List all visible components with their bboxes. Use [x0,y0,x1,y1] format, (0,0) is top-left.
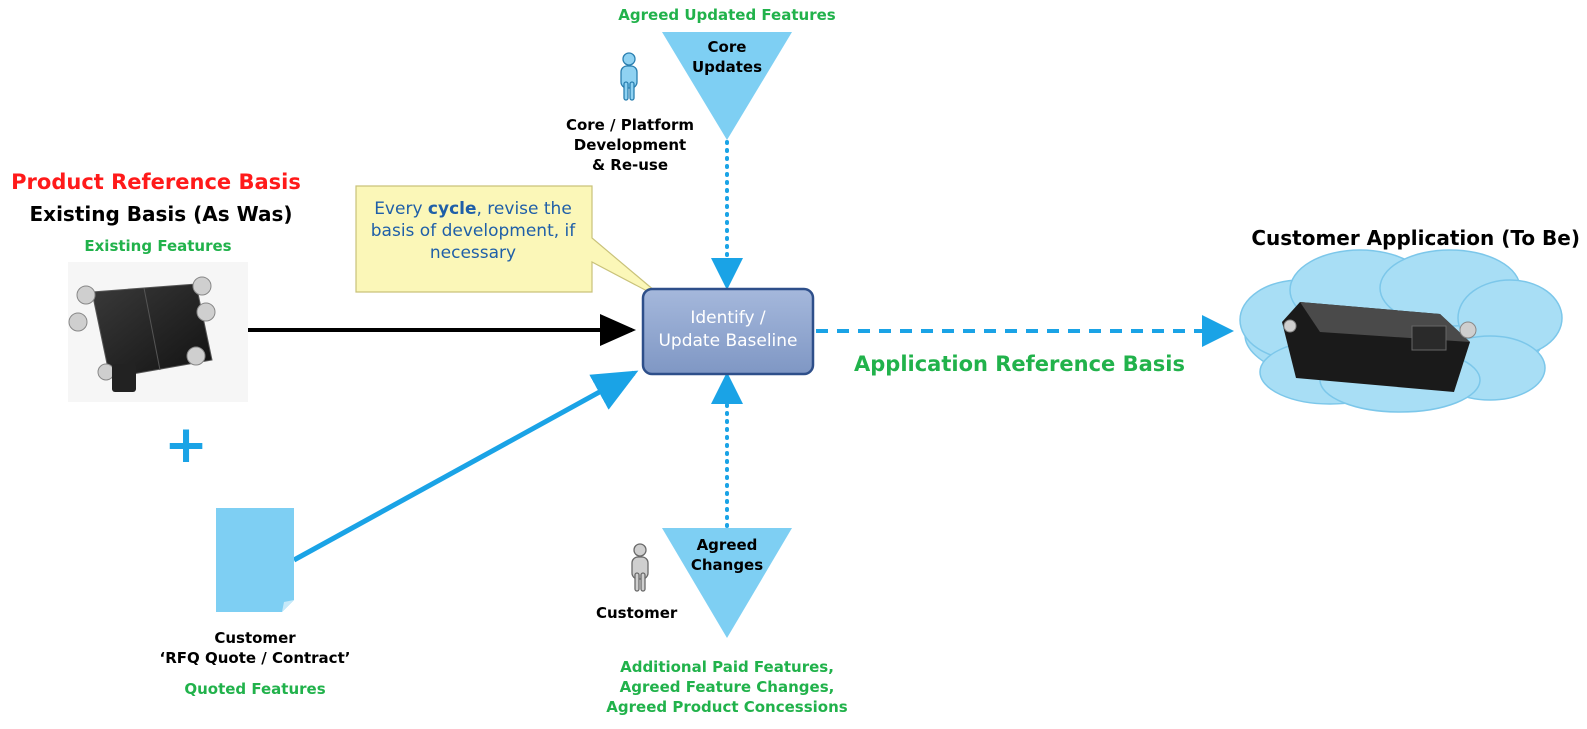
agreed-changes-line1: Agreed [696,536,758,554]
callout-bubble [355,185,669,303]
rfq-line1: Customer [214,629,296,647]
core-platform-label: Core / Platform Development & Re-use [540,115,720,175]
customer-application-title: Customer Application (To Be) [1251,226,1580,250]
core-developer-person-icon [620,52,638,101]
core-platform-line2: Development [573,136,687,154]
core-platform-line1: Core / Platform [565,116,695,134]
customer-product-image [1282,302,1477,392]
agreed-changes-label: Agreed Changes [680,535,774,575]
callout-bold: cycle [427,199,477,219]
existing-product-image [68,262,248,402]
callout-text: Every cycle, revise the basis of develop… [356,198,590,264]
customer-person-icon [631,543,649,592]
baseline-line2: Update Baseline [658,331,798,351]
existing-features-label: Existing Features [84,237,232,255]
core-updates-triangle [662,32,792,140]
bottom-line2: Agreed Feature Changes, [619,678,835,696]
application-reference-basis-label: Application Reference Basis [854,352,1185,376]
core-updates-line1: Core [707,38,747,56]
customer-person-label: Customer [596,604,678,622]
core-platform-line3: & Re-use [591,156,669,174]
agreed-changes-line2: Changes [690,556,764,574]
rfq-document-label: Customer ‘RFQ Quote / Contract’ [120,628,390,668]
product-reference-basis-title: Product Reference Basis [11,170,301,194]
bottom-features-label: Additional Paid Features, Agreed Feature… [570,657,884,717]
bottom-line1: Additional Paid Features, [620,658,834,676]
rfq-document-icon [216,508,294,612]
agreed-changes-triangle [662,528,792,638]
agreed-updated-features-label: Agreed Updated Features [618,6,836,24]
core-updates-label: Core Updates [677,37,777,77]
callout-suffix: , revise the basis of development, if ne… [370,199,576,263]
core-updates-line2: Updates [691,58,763,76]
baseline-box-label: Identify / Update Baseline [643,307,813,353]
baseline-line1: Identify / [690,308,766,328]
callout-prefix: Every [374,199,428,219]
baseline-box[interactable] [641,287,815,376]
rfq-arrow [292,370,639,563]
plus-sign: + [164,415,208,475]
quoted-features-label: Quoted Features [184,680,326,698]
bottom-line3: Agreed Product Concessions [606,698,848,716]
rfq-line2: ‘RFQ Quote / Contract’ [159,649,351,667]
existing-basis-subtitle: Existing Basis (As Was) [29,202,293,226]
